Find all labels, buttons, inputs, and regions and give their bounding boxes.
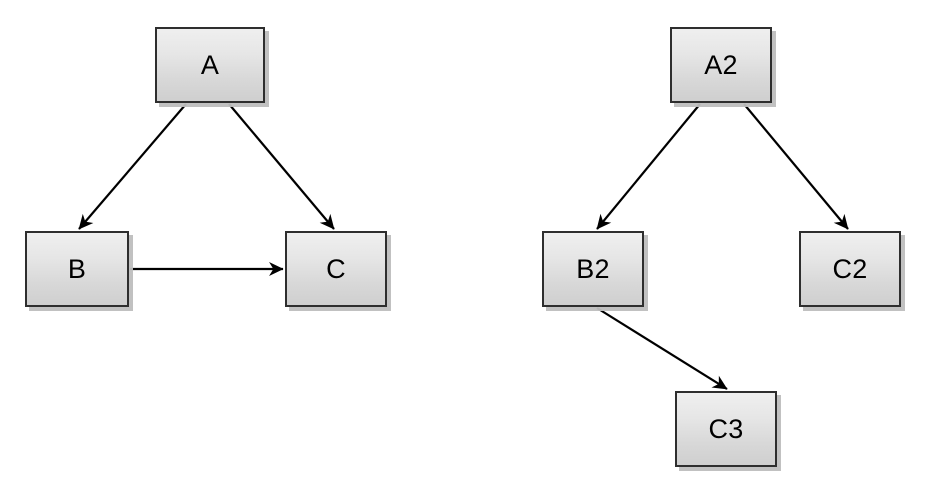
node-a2[interactable]: A2 (670, 27, 772, 103)
edge-a-to-c (228, 103, 335, 230)
node-c-label: C (326, 253, 346, 284)
node-c3[interactable]: C3 (675, 391, 777, 467)
node-b2[interactable]: B2 (542, 231, 644, 307)
node-b-label: B (67, 253, 87, 284)
node-c2-label: C2 (832, 253, 868, 284)
node-c2[interactable]: C2 (799, 231, 901, 307)
node-c3-label: C3 (708, 413, 744, 444)
node-c[interactable]: C (285, 231, 387, 307)
edge-b2-to-c3 (596, 307, 728, 390)
edge-a-to-b (78, 103, 187, 230)
edge-a2-to-c2 (743, 103, 849, 230)
node-a-label: A (200, 49, 220, 80)
node-b[interactable]: B (25, 231, 129, 307)
node-b2-label: B2 (576, 253, 610, 284)
edge-a2-to-b2 (596, 103, 701, 230)
edges-group (78, 103, 849, 390)
node-a2-label: A2 (704, 49, 738, 80)
node-a[interactable]: A (155, 27, 265, 103)
